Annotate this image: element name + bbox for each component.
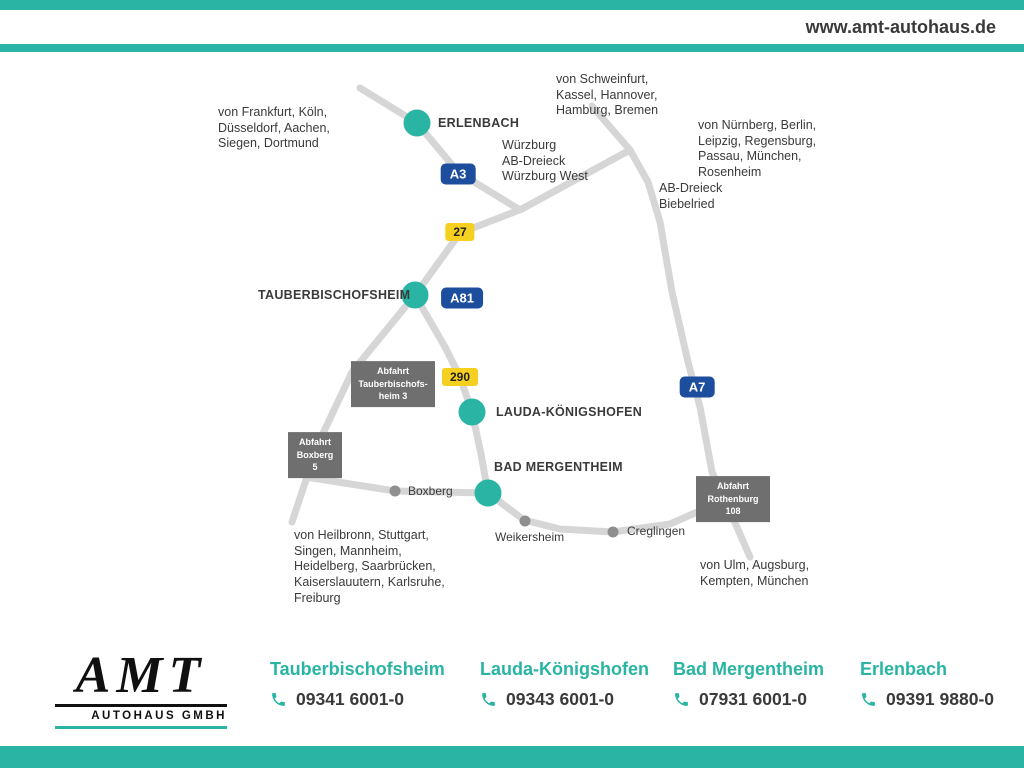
contact-phone-number: 09391 9880-0 [886,689,995,709]
creglingen-dot [607,526,619,538]
road-a3 [356,84,524,214]
logo-subtitle: AUTOHAUS GMBH [91,710,227,723]
lauda-koenigshofen-marker [458,398,486,426]
contact-city-label: Tauberbischofsheim [270,659,445,679]
phone-icon [675,693,688,706]
contact-tauberbischofsheim: Tauberbischofsheim 09341 6001-0 [270,659,445,710]
logo-text: AMT [75,647,207,704]
directions-from-heilbronn: von Heilbronn, Stuttgart, Singen, Mannhe… [294,528,445,605]
contact-city-label: Erlenbach [860,659,948,679]
exit-rothenburg-sign: Abfahrt Rothenburg 108 [696,476,770,522]
a7-badge: A7 [679,376,715,398]
junction-wuerzburg-label: Würzburg AB-Dreieck Würzburg West [502,138,588,184]
phone-icon [482,693,495,706]
footer: AMT AUTOHAUS GMBH Tauberbischofsheim 093… [0,645,1024,746]
creglingen-label: Creglingen [627,524,686,538]
contact-erlenbach: Erlenbach 09391 9880-0 [860,659,994,710]
lauda-koenigshofen-label: LAUDA-KÖNIGSHOFEN [496,405,643,419]
phone-icon [862,693,875,706]
a3-badge: A3 [440,163,476,185]
bad-mergentheim-marker [474,479,502,507]
header-bar: www.amt-autohaus.de [0,10,1024,44]
contact-phone-number: 07931 6001-0 [699,689,808,709]
weikersheim-dot [519,515,531,527]
road-east-to-a7 [484,489,726,536]
contact-phone-row: 07931 6001-0 [673,689,824,710]
exit-boxberg-sign: Abfahrt Boxberg 5 [288,432,342,478]
bottom-accent-bar [0,746,1024,768]
contact-phone-row: 09343 6001-0 [480,689,649,710]
road-b290 [411,291,492,497]
top-accent-bar [0,0,1024,10]
exit-tauberbischofsheim-sign: Abfahrt Tauberbischofs- heim 3 [351,361,435,407]
boxberg-label: Boxberg [408,484,453,498]
directions-map: von Frankfurt, Köln, Düsseldorf, Aachen,… [0,52,1024,645]
boxberg-dot [389,485,401,497]
directions-from-nuernberg: von Nürnberg, Berlin, Leipzig, Regensbur… [698,118,817,179]
directions-from-ulm: von Ulm, Augsburg, Kempten, München [700,558,810,588]
amt-logo: AMT AUTOHAUS GMBH [55,647,227,730]
junction-biebelried-label: AB-Dreieck Biebelried [659,181,723,211]
contact-phone-number: 09343 6001-0 [506,689,615,709]
contact-phone-number: 09341 6001-0 [296,689,405,709]
contact-lauda-koenigshofen: Lauda-Königshofen 09343 6001-0 [480,659,649,710]
weikersheim-label: Weikersheim [495,530,565,544]
contact-bad-mergentheim: Bad Mergentheim 07931 6001-0 [673,659,824,710]
erlenbach-marker [403,109,431,137]
bad-mergentheim-label: BAD MERGENTHEIM [494,460,623,474]
contact-phone-row: 09341 6001-0 [270,689,445,710]
contact-city-label: Bad Mergentheim [673,659,825,679]
website-url: www.amt-autohaus.de [805,16,996,37]
a81-badge: A81 [441,287,483,309]
b290-badge: 290 [441,368,479,386]
erlenbach-label: ERLENBACH [438,116,520,130]
directions-from-frankfurt: von Frankfurt, Köln, Düsseldorf, Aachen,… [218,105,330,151]
logo-accent-divider [55,726,227,730]
phone-icon [272,693,285,706]
directions-from-schweinfurt: von Schweinfurt, Kassel, Hannover, Hambu… [556,72,659,118]
contact-phone-row: 09391 9880-0 [860,689,994,710]
header-accent-bar [0,44,1024,52]
tauberbischofsheim-label: TAUBERBISCHOFSHEIM [258,288,411,302]
logo-divider [55,704,227,708]
tauberbischofsheim-marker [401,281,429,309]
b27-badge: 27 [445,223,475,241]
contact-city-label: Lauda-Königshofen [480,659,649,679]
